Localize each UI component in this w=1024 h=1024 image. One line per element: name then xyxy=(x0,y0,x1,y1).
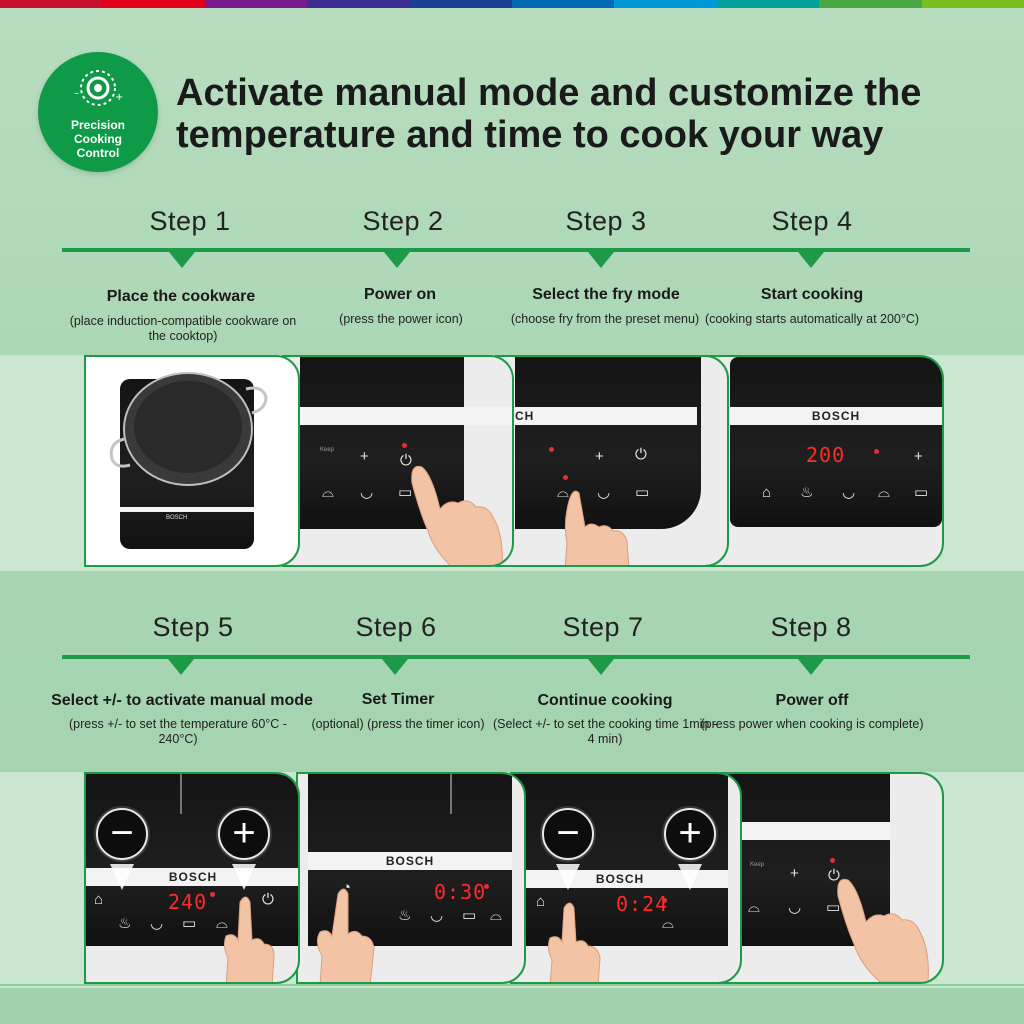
fry-icon: ⌓ xyxy=(878,484,890,501)
hand-pointer-icon xyxy=(564,490,630,565)
step-7-description: (Select +/- to set the cooking time 1min… xyxy=(492,717,718,746)
power-icon: ⏻ xyxy=(828,867,840,884)
hand-pointer-icon xyxy=(411,465,503,565)
hand-pointer-icon xyxy=(223,896,275,982)
step-2-pointer xyxy=(384,252,410,268)
step-4-image: BOSCH 200 + ⌂ ♨ ◡ ⌓ ▭ xyxy=(700,355,944,567)
plus-button: + xyxy=(218,808,270,860)
step-divider-row1 xyxy=(62,248,970,252)
step-4-heading: Start cooking xyxy=(760,286,864,303)
step-2-image: Keep + ⏻ ⌓ ◡ ▭ xyxy=(282,355,514,567)
plus-button: + xyxy=(664,808,716,860)
step-6-label: Step 6 xyxy=(355,612,437,642)
step-6-pointer xyxy=(382,659,408,675)
step-5-label: Step 5 xyxy=(152,612,234,642)
step-6-description: (optional) (press the timer icon) xyxy=(311,717,485,731)
svg-text:–: – xyxy=(74,88,79,99)
step-7-pointer xyxy=(588,659,614,675)
hand-pointer-icon xyxy=(316,888,375,982)
precision-cooking-badge: – + Precision Cooking Control xyxy=(38,52,158,172)
power-icon: ⏻ xyxy=(635,446,647,463)
step-4-description: (cooking starts automatically at 200°C) xyxy=(704,312,920,326)
step-7-image: BOSCH − + 0:24 ⌂ ⌓ xyxy=(510,772,742,984)
step-1-label: Step 1 xyxy=(149,206,231,236)
svg-text:+: + xyxy=(115,92,123,103)
step-4-label: Step 4 xyxy=(771,206,853,236)
step-2-heading: Power on xyxy=(363,286,436,303)
step-1-description: (place induction-compatible cookware on … xyxy=(69,314,297,343)
badge-text-line1: Precision xyxy=(70,118,126,132)
power-icon: ⏻ xyxy=(262,891,274,908)
step-2-label: Step 2 xyxy=(362,206,444,236)
wok-icon xyxy=(109,372,268,486)
temperature-display: 200 xyxy=(806,443,846,467)
brand-color-strip xyxy=(0,0,1024,8)
temperature-display: 240 xyxy=(168,890,208,914)
step-6-heading: Set Timer xyxy=(361,691,435,708)
step-3-image: CH + ⏻ ⌓ ◡ ▭ xyxy=(495,355,729,567)
step-8-description: (press power when cooking is complete) xyxy=(700,717,924,731)
minus-button: − xyxy=(542,808,594,860)
fry-icon: ⌓ xyxy=(322,484,334,501)
step-1-heading: Place the cookware xyxy=(106,288,256,305)
power-icon: ⏻ xyxy=(400,452,412,469)
step-8-label: Step 8 xyxy=(770,612,852,642)
step-1-pointer xyxy=(169,252,195,268)
timer-icon: ◔ xyxy=(342,879,352,896)
step-3-heading: Select the fry mode xyxy=(532,286,680,303)
step-8-pointer xyxy=(798,659,824,675)
step-3-pointer xyxy=(588,252,614,268)
step-5-image: BOSCH − + 240 ⌂ ⏻ ♨ ◡ ▭ ⌓ xyxy=(84,772,300,984)
brand-logo: BOSCH xyxy=(730,407,942,425)
badge-text-line3: Control xyxy=(76,146,120,160)
step-8-image: Keep + ⏻ ⌓ ◡ ▭ xyxy=(712,772,944,984)
step-7-label: Step 7 xyxy=(562,612,644,642)
step-5-heading: Select +/- to activate manual mode xyxy=(51,692,313,709)
step-4-pointer xyxy=(798,252,824,268)
step-3-description: (choose fry from the preset menu) xyxy=(510,312,700,326)
minus-button: − xyxy=(96,808,148,860)
page-title: Activate manual mode and customize the t… xyxy=(176,72,922,156)
fry-icon: ⌓ xyxy=(557,484,569,501)
step-1-image: BOSCH xyxy=(84,355,300,567)
brand-logo: BOSCH xyxy=(166,515,188,521)
step-7-heading: Continue cooking xyxy=(537,692,673,709)
precision-dial-icon: – + xyxy=(74,70,123,106)
bottom-rule xyxy=(0,984,1024,986)
brand-logo: BOSCH xyxy=(308,852,512,870)
step-5-description: (press +/- to set the temperature 60°C -… xyxy=(69,717,287,746)
hand-pointer-icon xyxy=(837,878,929,982)
fry-icon: ⌓ xyxy=(216,915,228,932)
brand-logo-partial: CH xyxy=(497,407,697,425)
hand-pointer-icon xyxy=(547,902,601,982)
timer-display: 0:24 xyxy=(616,892,669,916)
fry-icon: ⌓ xyxy=(748,899,760,916)
fry-icon: ⌓ xyxy=(490,907,502,924)
step-divider-row2 xyxy=(62,655,970,659)
timer-display: 0:30 xyxy=(434,880,487,904)
step-8-heading: Power off xyxy=(775,692,849,709)
step-6-image: BOSCH 0:30 ◔ ♨ ◡ ▭ ⌓ xyxy=(296,772,526,984)
step-3-label: Step 3 xyxy=(565,206,647,236)
fry-icon: ⌓ xyxy=(662,915,674,932)
badge-text-line2: Cooking xyxy=(74,132,122,146)
step-5-pointer xyxy=(168,659,194,675)
step-2-description: (press the power icon) xyxy=(339,312,463,326)
